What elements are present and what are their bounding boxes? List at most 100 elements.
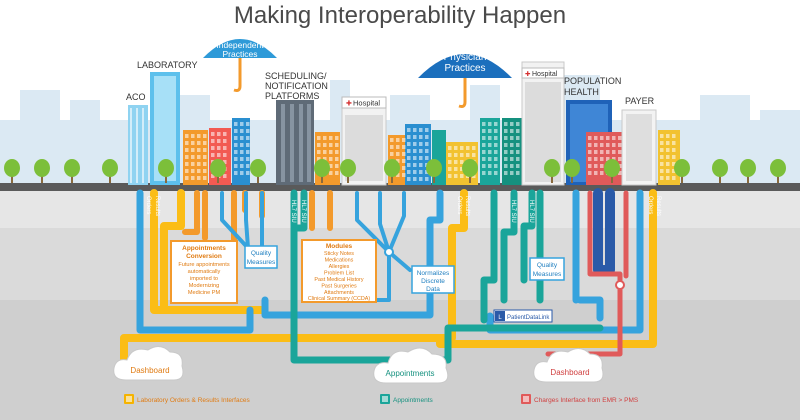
pipe-label-hl7-3: HL7 SIU <box>510 200 516 223</box>
label-aco: ACO <box>126 92 146 102</box>
tree <box>462 159 478 183</box>
pipe-label-results-1: Results <box>154 196 160 216</box>
tree <box>314 159 330 183</box>
label-scheduling-3: PLATFORMS <box>265 91 319 101</box>
legend-item-appointments: Appointments <box>380 394 433 404</box>
street <box>0 183 800 191</box>
legend-label-appointments: Appointments <box>393 397 433 404</box>
module-item: Problem List <box>324 271 354 277</box>
tree <box>250 159 266 183</box>
appointments-heading-1: Appointments <box>182 245 226 252</box>
legend-item-laboratory: Laboratory Orders & Results Interfaces <box>124 394 250 404</box>
tree <box>674 159 690 183</box>
trees <box>4 159 786 183</box>
appointments-conversion-box: Appointments Conversion Future appointme… <box>170 240 238 304</box>
tree <box>604 159 620 183</box>
scheduling-building <box>276 100 314 185</box>
cloud-dashboard-right: Dashboard <box>533 348 604 383</box>
appointments-line: Modernizing <box>189 283 219 289</box>
umbrella-physician-practices: Physician Practices <box>418 52 512 108</box>
legend-item-charges: Charges Interface from EMR > PMS <box>521 394 639 404</box>
normalizes-line-2: Discrete <box>421 278 445 285</box>
cloud-dashboard-left: Dashboard <box>113 346 184 381</box>
pipe-label-hl7-4: HL7 SIU <box>528 200 534 223</box>
blue-branch-middle <box>355 191 412 302</box>
red-pipe <box>545 190 629 357</box>
tree <box>426 159 442 183</box>
tree <box>770 159 786 183</box>
teal-pipe <box>290 189 604 364</box>
pipe-label-hl7-2: HL7 SIU <box>300 200 306 223</box>
label-population-2: HEALTH <box>564 87 599 97</box>
tree <box>384 159 400 183</box>
module-item: Past Surgeries <box>321 284 357 290</box>
quality-right-line-2: Measures <box>533 271 562 278</box>
module-item: Attachments <box>324 290 354 296</box>
appointments-heading-2: Conversion <box>186 253 222 260</box>
hospital-sign-left: ✚ Hospital <box>341 96 387 109</box>
quality-measures-left: Quality Measures <box>244 245 278 269</box>
pipe-label-orders-2: Orders <box>456 196 462 214</box>
normalizes-line-3: Data <box>426 286 440 293</box>
appointments-line: Future appointments <box>178 262 230 268</box>
tree <box>64 159 80 183</box>
aco-building <box>128 105 148 185</box>
legend: Laboratory Orders & Results Interfaces A… <box>124 394 639 404</box>
umbrella-independent-practices: Independent Practices <box>203 39 277 92</box>
normalizes-line-1: Normalizes <box>417 270 450 277</box>
umbrella-label-4: Practices <box>444 63 485 74</box>
label-hospital-right: Hospital <box>532 71 558 78</box>
tree <box>564 159 580 183</box>
tree <box>34 159 50 183</box>
tree <box>340 159 356 183</box>
laboratory-building <box>150 72 180 185</box>
navy-pipe <box>593 188 615 275</box>
label-laboratory: LABORATORY <box>137 60 198 70</box>
module-item: Allergies <box>329 264 350 270</box>
tree <box>544 159 560 183</box>
svg-text:✚: ✚ <box>346 100 352 108</box>
appointments-line: automatically <box>188 269 221 275</box>
module-item: Medications <box>325 258 354 264</box>
pipe-label-hl7-1: HL7 SIU <box>290 200 296 223</box>
label-scheduling-1: SCHEDULING/ <box>265 71 327 81</box>
blue-branch-left <box>220 191 264 250</box>
tree <box>712 159 728 183</box>
pipe-label-orders-3: Orders <box>647 196 653 214</box>
appointments-line: imported to <box>190 276 218 282</box>
cloud-label-dashboard-right: Dashboard <box>550 368 589 377</box>
umbrella-label-1: Independent <box>216 40 264 50</box>
quality-measures-right: Quality Measures <box>529 257 565 281</box>
svg-text:✚: ✚ <box>525 70 531 78</box>
patient-data-link: L PatientDataLink <box>493 309 553 323</box>
cloud-appointments: Appointments <box>373 347 449 384</box>
pipe-label-orders-1: Orders <box>145 196 151 214</box>
pipe-label-results-2: Results <box>464 196 470 216</box>
cloud-label-dashboard-left: Dashboard <box>130 366 169 375</box>
tree <box>158 159 174 183</box>
tree <box>210 159 226 183</box>
quality-right-line-1: Quality <box>537 262 558 269</box>
page-title: Making Interoperability Happen <box>233 2 567 29</box>
module-item: Past Medical History <box>314 277 363 283</box>
modules-box: Modules Sticky Notes Medications Allergi… <box>301 239 377 303</box>
label-scheduling-2: NOTIFICATION <box>265 81 328 91</box>
payer-building <box>621 109 657 186</box>
patient-data-link-label: PatientDataLink <box>507 315 550 321</box>
normalizes-data-box: Normalizes Discrete Data <box>411 265 455 294</box>
hospital-left-building <box>341 99 387 186</box>
legend-label-laboratory: Laboratory Orders & Results Interfaces <box>137 397 250 404</box>
modules-heading: Modules <box>326 243 353 250</box>
label-payer: PAYER <box>625 96 655 106</box>
quality-left-line-2: Measures <box>247 259 276 266</box>
quality-left-line-1: Quality <box>251 250 272 257</box>
umbrella-label-2: Practices <box>223 49 258 59</box>
tree <box>4 159 20 183</box>
orange-pipe <box>182 190 333 255</box>
cloud-label-appointments: Appointments <box>386 369 435 378</box>
svg-text:L: L <box>498 315 502 321</box>
yellow-pipe <box>120 189 657 376</box>
pipe-label-results-3: Results <box>655 196 661 216</box>
tree <box>102 159 118 183</box>
